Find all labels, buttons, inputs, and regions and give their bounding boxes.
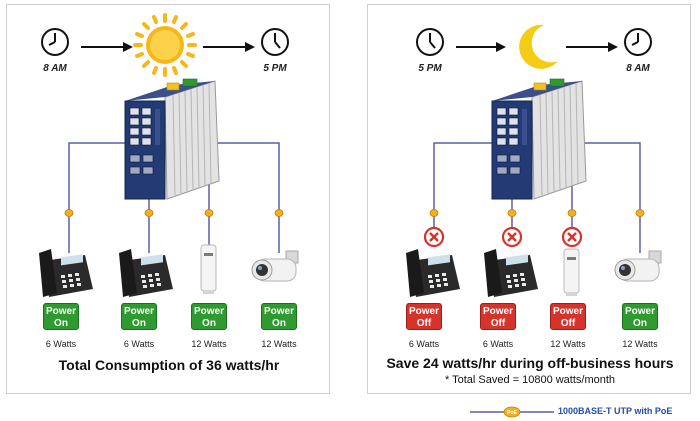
wireless-access-point-icon — [200, 244, 217, 294]
night-caption: Save 24 watts/hr during off-business hou… — [386, 355, 674, 371]
device-watts-label: 6 Watts — [123, 339, 155, 349]
clock-icon — [624, 28, 652, 56]
sun-icon — [133, 13, 197, 77]
ip-phone-icon — [406, 249, 460, 297]
start-time-label: 8 AM — [43, 63, 67, 74]
device-watts-label: 6 Watts — [482, 339, 514, 349]
device-watts-label: 12 Watts — [261, 339, 297, 349]
clock-icon — [41, 28, 69, 56]
end-time-label: 5 PM — [263, 63, 287, 74]
arrow-right-icon — [456, 42, 506, 52]
moon-icon — [519, 24, 558, 69]
legend-line-icon: PoE — [470, 406, 554, 418]
power-blocked-icon — [501, 226, 523, 248]
poe-node-icon — [429, 209, 645, 217]
night-scene — [406, 24, 662, 297]
power-blocked-icon — [561, 226, 583, 248]
device-watts-label: 12 Watts — [191, 339, 227, 349]
ip-phone-icon — [484, 249, 538, 297]
wireless-access-point-icon — [563, 248, 580, 296]
day-scene — [39, 13, 299, 297]
end-time-label: 8 AM — [626, 63, 650, 74]
arrow-right-icon — [81, 42, 133, 52]
device-watts-label: 12 Watts — [550, 339, 586, 349]
legend-label: 1000BASE-T UTP with PoE — [558, 406, 673, 416]
legend: PoE 1000BASE-T UTP with PoE — [470, 404, 698, 420]
legend-node-label: PoE — [507, 410, 517, 416]
arrow-right-icon — [203, 42, 255, 52]
start-time-label: 5 PM — [418, 63, 442, 74]
power-blocked-icon — [423, 226, 445, 248]
clock-icon — [261, 28, 289, 56]
poe-node-icon — [64, 209, 284, 217]
ip-phone-icon — [39, 249, 93, 297]
day-caption: Total Consumption of 36 watts/hr — [58, 357, 280, 373]
ip-phone-icon — [119, 249, 173, 297]
ip-camera-icon — [614, 250, 662, 282]
clock-icon — [416, 28, 444, 56]
device-watts-label: 6 Watts — [408, 339, 440, 349]
poe-switch-icon — [491, 78, 587, 200]
ip-camera-icon — [251, 250, 299, 282]
device-watts-label: 6 Watts — [45, 339, 77, 349]
poe-switch-icon — [124, 78, 220, 200]
arrow-right-icon — [566, 42, 618, 52]
device-watts-label: 12 Watts — [622, 339, 658, 349]
night-subcaption: * Total Saved = 10800 watts/month — [444, 374, 616, 386]
